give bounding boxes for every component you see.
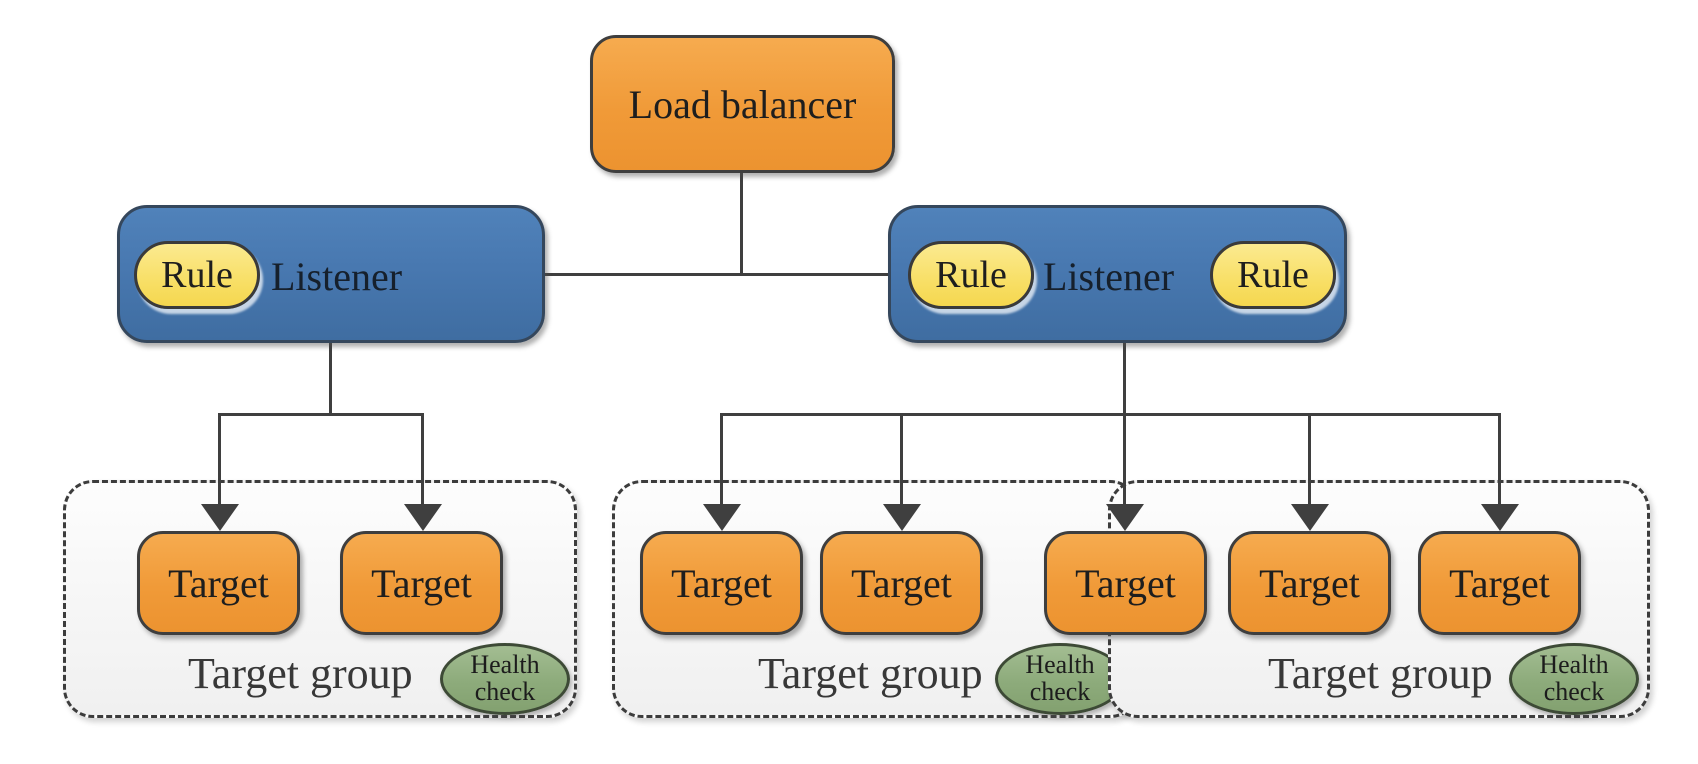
target-node: Target <box>340 531 503 635</box>
rule-label: Rule <box>1237 254 1309 296</box>
connector-left-listener-stem <box>329 342 332 415</box>
target-node: Target <box>1418 531 1581 635</box>
arrow-head-icon <box>1481 504 1519 531</box>
flow-arrow-line <box>720 413 723 509</box>
connector-listeners-horizontal <box>545 273 888 276</box>
flow-arrow-line <box>1498 413 1501 509</box>
target-node: Target <box>640 531 803 635</box>
arrow-head-icon <box>1106 504 1144 531</box>
health-check-label: Health check <box>1539 650 1609 706</box>
load-balancer-label: Load balancer <box>628 81 857 127</box>
target-node: Target <box>1228 531 1391 635</box>
rule-badge: Rule <box>134 241 260 309</box>
arrow-head-icon <box>703 504 741 531</box>
load-balancer-node: Load balancer <box>590 35 895 173</box>
flow-arrow-line <box>900 413 903 509</box>
rule-badge: Rule <box>908 241 1034 309</box>
listener-label: Listener <box>271 254 403 299</box>
health-check-badge: Health check <box>440 643 570 715</box>
flow-arrow-line <box>421 413 424 509</box>
rule-badge: Rule <box>1210 241 1336 309</box>
health-check-badge: Health check <box>1509 643 1639 715</box>
target-node: Target <box>137 531 300 635</box>
connector-left-split-bar <box>218 413 424 416</box>
target-group-1-label: Target group <box>188 649 413 698</box>
connector-right-split-bar <box>720 413 1501 416</box>
flow-arrow-line <box>1123 413 1126 509</box>
arrow-head-icon <box>883 504 921 531</box>
target-node: Target <box>820 531 983 635</box>
target-group-2-label: Target group <box>758 649 983 698</box>
listener-node-1: Rule Listener <box>117 205 545 343</box>
flow-arrow-line <box>1308 413 1311 509</box>
rule-label: Rule <box>161 254 233 296</box>
listener-node-2: Rule Listener Rule <box>888 205 1347 343</box>
connector-loadbalancer-stem <box>740 172 743 276</box>
arrow-head-icon <box>404 504 442 531</box>
arrow-head-icon <box>1291 504 1329 531</box>
flow-arrow-line <box>218 413 221 509</box>
target-node-shared: Target <box>1044 531 1207 635</box>
listener-label: Listener <box>1043 254 1175 299</box>
rule-label: Rule <box>935 254 1007 296</box>
health-check-badge: Health check <box>995 643 1125 715</box>
connector-right-listener-stem <box>1123 342 1126 415</box>
health-check-label: Health check <box>470 650 540 706</box>
arrow-head-icon <box>201 504 239 531</box>
health-check-label: Health check <box>1025 650 1095 706</box>
target-group-3-label: Target group <box>1268 649 1493 698</box>
